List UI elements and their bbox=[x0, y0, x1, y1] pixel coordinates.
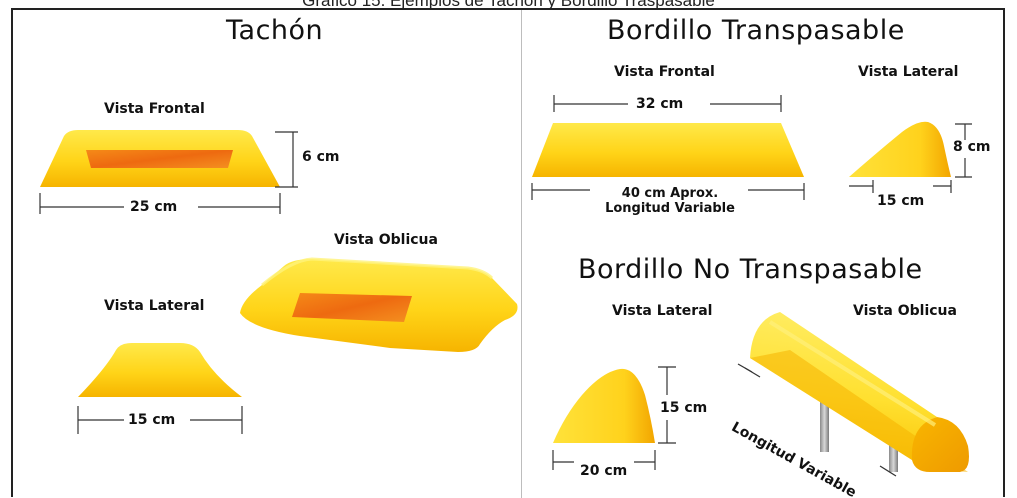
tachon-oblique-view-label: Vista Oblicua bbox=[334, 232, 438, 248]
bt-title: Bordillo Transpasable bbox=[607, 15, 905, 46]
tachon-front-width-label: 25 cm bbox=[130, 199, 178, 215]
bnt-side-shape bbox=[553, 368, 655, 443]
bt-front-base-width-line2: Longitud Variable bbox=[605, 201, 735, 216]
bnt-oblique-view-label: Vista Oblicua bbox=[853, 303, 957, 319]
bt-front-view-label: Vista Frontal bbox=[614, 64, 715, 80]
bt-side-dimensions bbox=[849, 123, 972, 193]
bt-side-shape bbox=[849, 121, 951, 177]
figure-caption: Gráfico 15. Ejemplos de Tachón y Bordill… bbox=[302, 0, 715, 10]
bnt-oblique-shape bbox=[750, 312, 969, 472]
bt-front-base-width-line1: 40 cm Aprox. bbox=[621, 186, 719, 201]
section-divider bbox=[521, 10, 522, 498]
bt-side-height-label: 8 cm bbox=[953, 139, 991, 155]
tachon-side-dimensions bbox=[77, 406, 243, 434]
bt-front-shape bbox=[532, 123, 804, 177]
bt-side-width-label: 15 cm bbox=[877, 193, 925, 209]
tachon-side-shape bbox=[78, 343, 242, 397]
tachon-side-view-label: Vista Lateral bbox=[104, 298, 205, 314]
tachon-title: Tachón bbox=[226, 15, 324, 46]
bnt-title: Bordillo No Transpasable bbox=[578, 254, 923, 285]
bt-side-view-label: Vista Lateral bbox=[858, 64, 959, 80]
tachon-front-dimensions bbox=[39, 131, 298, 214]
tachon-side-width-label: 15 cm bbox=[128, 412, 176, 428]
bnt-side-height-label: 15 cm bbox=[660, 400, 708, 416]
bnt-side-width-label: 20 cm bbox=[580, 463, 628, 479]
bnt-oblique-dimension-line bbox=[737, 363, 897, 477]
bnt-side-dimensions bbox=[552, 366, 676, 470]
bt-front-base-width-label: 40 cm Aprox. Longitud Variable bbox=[580, 186, 760, 216]
tachon-oblique-shape bbox=[240, 257, 518, 352]
bt-front-top-width-label: 32 cm bbox=[636, 96, 684, 112]
bt-front-dimensions bbox=[531, 95, 805, 200]
diagram-frame bbox=[11, 8, 1005, 497]
tachon-front-shape bbox=[40, 130, 280, 187]
tachon-front-height-label: 6 cm bbox=[302, 149, 340, 165]
bnt-side-view-label: Vista Lateral bbox=[612, 303, 713, 319]
tachon-front-view-label: Vista Frontal bbox=[104, 101, 205, 117]
